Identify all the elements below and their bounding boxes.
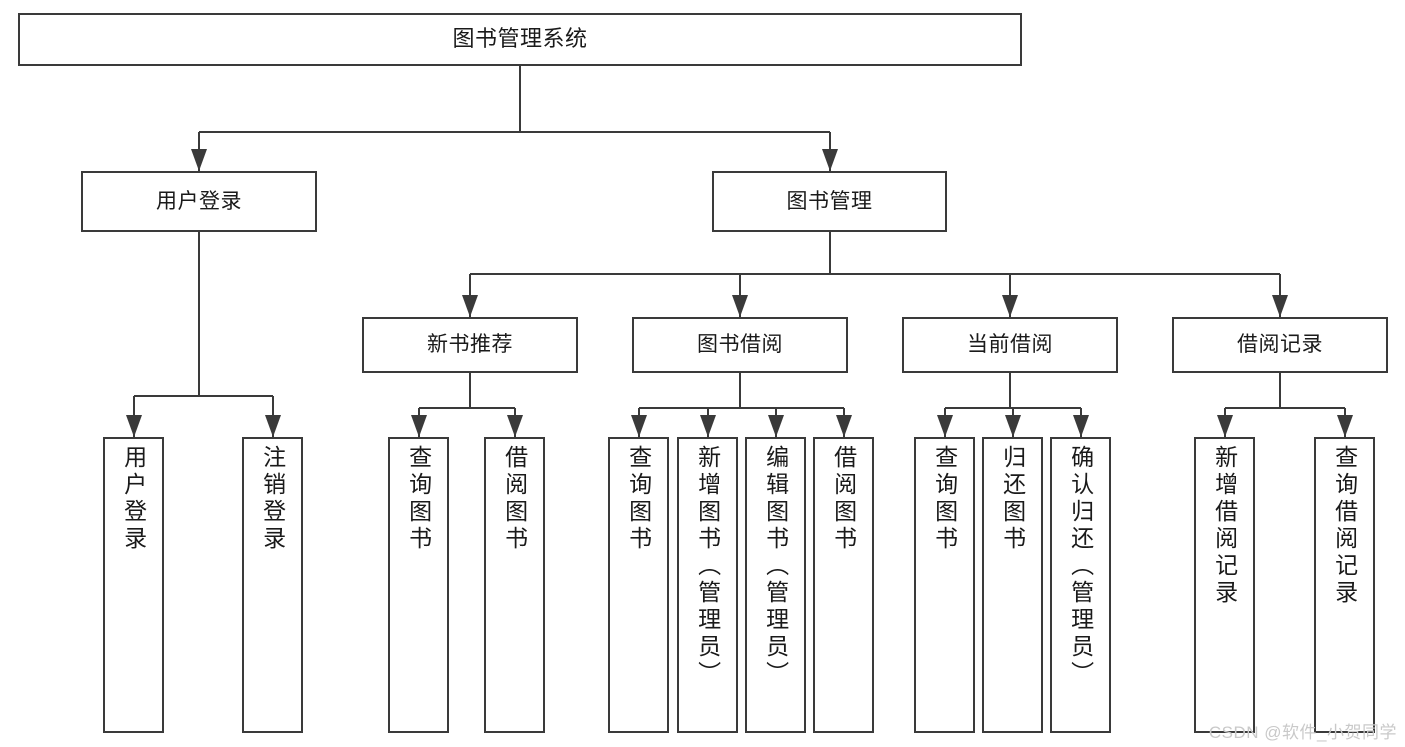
arrowhead (1005, 415, 1021, 437)
node-leaf-4[interactable]: 借阅图书 (484, 437, 545, 733)
arrowhead (1002, 295, 1018, 317)
watermark: CSDN @软件_小贺同学 (1208, 723, 1397, 742)
node-label: 归还图书 (999, 445, 1026, 553)
arrowhead (507, 415, 523, 437)
node-leaf-12[interactable]: 新增借阅记录 (1194, 437, 1255, 733)
node-records[interactable]: 借阅记录 (1172, 317, 1388, 373)
node-label: 查询图书 (625, 445, 652, 553)
node-label: 新增图书（管理员） (694, 445, 721, 688)
arrowhead (411, 415, 427, 437)
node-leaf-6[interactable]: 新增图书（管理员） (677, 437, 738, 733)
node-label: 编辑图书（管理员） (762, 445, 789, 688)
arrowhead (1073, 415, 1089, 437)
arrowhead (937, 415, 953, 437)
arrowhead (1337, 415, 1353, 437)
node-newbook[interactable]: 新书推荐 (362, 317, 578, 373)
node-leaf-10[interactable]: 归还图书 (982, 437, 1043, 733)
arrowhead (700, 415, 716, 437)
node-label: 查询图书 (405, 445, 432, 553)
arrowhead (126, 415, 142, 437)
node-leaf-11[interactable]: 确认归还（管理员） (1050, 437, 1111, 733)
node-leaf-1[interactable]: 用户登录 (103, 437, 164, 733)
arrowhead (631, 415, 647, 437)
node-login[interactable]: 用户登录 (81, 171, 317, 232)
node-bookmgmt[interactable]: 图书管理 (712, 171, 947, 232)
arrowhead (822, 149, 838, 171)
node-leaf-13[interactable]: 查询借阅记录 (1314, 437, 1375, 733)
node-leaf-7[interactable]: 编辑图书（管理员） (745, 437, 806, 733)
node-label: 图书管理系统 (452, 26, 588, 52)
node-current[interactable]: 当前借阅 (902, 317, 1118, 373)
node-label: 查询图书 (931, 445, 958, 553)
arrowhead (732, 295, 748, 317)
node-leaf-5[interactable]: 查询图书 (608, 437, 669, 733)
node-label: 借阅记录 (1237, 333, 1323, 357)
node-label: 图书借阅 (697, 333, 783, 357)
node-leaf-3[interactable]: 查询图书 (388, 437, 449, 733)
node-label: 新书推荐 (427, 333, 513, 357)
arrowhead (265, 415, 281, 437)
arrowhead (1217, 415, 1233, 437)
node-label: 新增借阅记录 (1211, 445, 1238, 607)
arrowhead (768, 415, 784, 437)
node-label: 图书管理 (786, 189, 873, 213)
node-leaf-2[interactable]: 注销登录 (242, 437, 303, 733)
node-label: 注销登录 (259, 445, 286, 553)
node-label: 当前借阅 (967, 333, 1053, 357)
node-label: 借阅图书 (830, 445, 857, 553)
node-borrow[interactable]: 图书借阅 (632, 317, 848, 373)
arrowhead (462, 295, 478, 317)
node-label: 用户登录 (120, 445, 147, 553)
node-leaf-9[interactable]: 查询图书 (914, 437, 975, 733)
arrowhead (836, 415, 852, 437)
arrowhead (191, 149, 207, 171)
arrowhead (1272, 295, 1288, 317)
node-root[interactable]: 图书管理系统 (18, 13, 1022, 66)
node-label: 借阅图书 (501, 445, 528, 553)
node-label: 查询借阅记录 (1331, 445, 1358, 607)
node-leaf-8[interactable]: 借阅图书 (813, 437, 874, 733)
node-label: 用户登录 (156, 189, 242, 213)
node-label: 确认归还（管理员） (1067, 445, 1094, 688)
